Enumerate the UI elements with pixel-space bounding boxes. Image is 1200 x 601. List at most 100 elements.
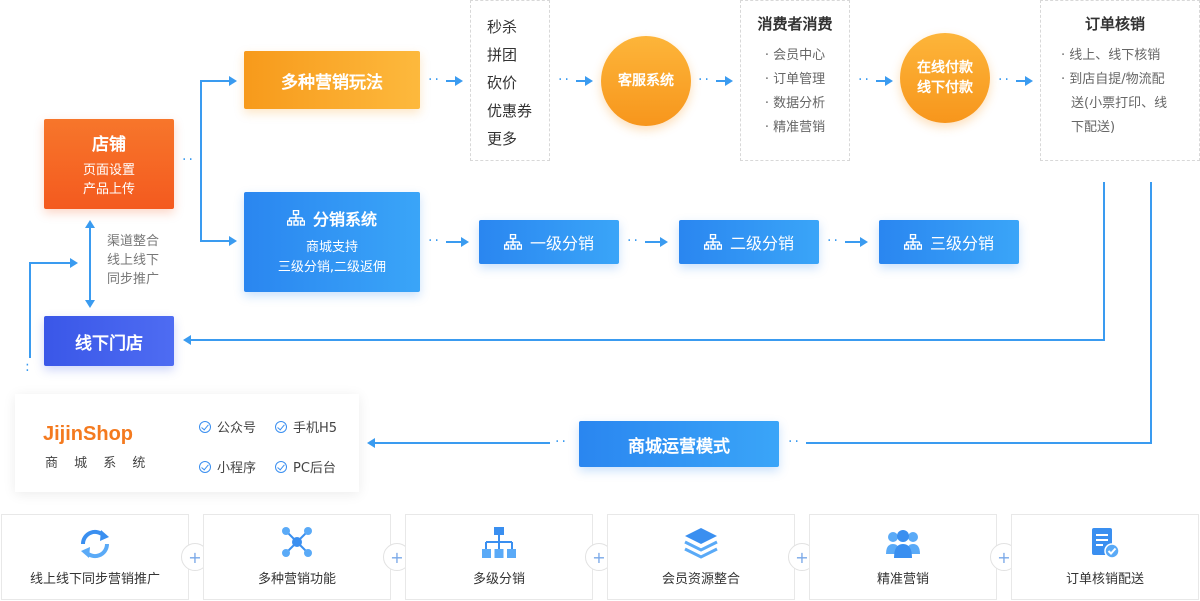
channel-note-line: 线上线下 xyxy=(107,253,160,268)
check-circle-icon xyxy=(199,461,211,473)
feature-label: 订单核销配送 xyxy=(1065,572,1144,587)
connector-line xyxy=(806,442,1152,444)
arrow-right xyxy=(229,76,237,86)
platform-item: 公众号 xyxy=(199,417,256,436)
arrow-right xyxy=(1025,76,1033,86)
order-verify-box: 订单核销 · 线上、线下核销 · 到店自提/物流配 送(小票打印、线 下配送) xyxy=(1040,0,1200,161)
promo-item: 拼团 xyxy=(487,46,518,64)
connector-dots: : xyxy=(25,359,30,375)
marketing-box: 多种营销玩法 xyxy=(244,51,420,109)
connector-dots: ·· xyxy=(428,233,441,249)
shop-line: 页面设置 xyxy=(82,162,135,178)
feature-label: 精准营销 xyxy=(876,572,929,587)
connector-dots: ·· xyxy=(555,434,568,450)
level-label: 一级分销 xyxy=(529,234,594,253)
brand-card: JijinShop 商 城 系 统 公众号 手机H5 小程序 PC后台 xyxy=(15,394,359,492)
connector-line xyxy=(1103,182,1105,341)
feature-label: 线上线下同步营销推广 xyxy=(29,572,160,587)
feature-label: 多种营销功能 xyxy=(257,572,336,587)
check-circle-icon xyxy=(275,461,287,473)
distribution-title: 分销系统 xyxy=(312,210,377,229)
connector-line xyxy=(29,262,31,358)
connector-dots: ·· xyxy=(827,233,840,249)
sync-icon xyxy=(80,529,110,559)
shop-box: 店铺 页面设置 产品上传 xyxy=(44,119,174,209)
offline-store-title: 线下门店 xyxy=(75,333,143,354)
connector-line xyxy=(89,226,91,304)
platform-label: 小程序 xyxy=(217,461,257,476)
channel-note: 渠道整合 线上线下 同步推广 xyxy=(107,232,159,289)
connector-line xyxy=(1016,80,1026,82)
group-icon xyxy=(886,530,920,558)
feature-card: 多级分销 xyxy=(405,514,593,600)
consumer-item: · 订单管理 xyxy=(764,72,826,87)
order-verify-item: 下配送) xyxy=(1071,120,1116,135)
promo-list-box: 秒杀 拼团 砍价 优惠券 更多 xyxy=(470,0,550,161)
channel-note-line: 渠道整合 xyxy=(107,234,160,249)
layers-icon xyxy=(684,528,718,559)
brand-logo: JijinShop xyxy=(43,423,133,445)
arrow-right xyxy=(885,76,893,86)
arrow-right xyxy=(860,237,868,247)
distribution-box: 分销系统 商城支持 三级分销,二级返佣 xyxy=(244,192,420,292)
feature-card: 多种营销功能 xyxy=(203,514,391,600)
arrow-left xyxy=(367,438,375,448)
arrow-right xyxy=(229,236,237,246)
connector-line xyxy=(446,80,456,82)
connector-dots: ·· xyxy=(627,233,640,249)
connector-line xyxy=(446,241,462,243)
connector-line xyxy=(716,80,726,82)
connector-dots: ·· xyxy=(698,72,711,88)
consumer-item: · 数据分析 xyxy=(764,96,826,111)
consumer-item: · 精准营销 xyxy=(764,120,826,135)
payment-line: 线下付款 xyxy=(917,80,973,96)
connector-line xyxy=(1150,182,1152,444)
feature-label: 多级分销 xyxy=(472,572,525,587)
check-circle-icon xyxy=(199,421,211,433)
connector-line xyxy=(190,339,1105,341)
connector-dots: ·· xyxy=(558,72,571,88)
connector-dots: ·· xyxy=(788,434,801,450)
feature-card: 线上线下同步营销推广 xyxy=(1,514,189,600)
brand-subtitle: 商 城 系 统 xyxy=(45,456,152,471)
tree-icon xyxy=(903,234,922,250)
arrow-left xyxy=(183,335,191,345)
order-verify-title: 订单核销 xyxy=(1085,15,1146,33)
distribution-line: 三级分销,二级返佣 xyxy=(277,260,387,275)
promo-item: 秒杀 xyxy=(487,18,518,36)
connector-line xyxy=(29,262,71,264)
arrow-right xyxy=(455,76,463,86)
connector-dots: ·· xyxy=(182,152,195,168)
connector-line xyxy=(645,241,661,243)
payment-line: 在线付款 xyxy=(917,60,973,76)
distribution-heading: 分销系统 xyxy=(286,206,377,230)
platform-item: 手机H5 xyxy=(275,417,337,436)
platform-item: 小程序 xyxy=(199,457,256,476)
connector-line xyxy=(200,80,230,82)
platform-label: 公众号 xyxy=(217,421,257,436)
check-circle-icon xyxy=(275,421,287,433)
feature-card: 订单核销配送 xyxy=(1011,514,1199,600)
level-1-box: 一级分销 xyxy=(479,220,619,264)
channel-note-line: 同步推广 xyxy=(107,272,160,287)
promo-item: 更多 xyxy=(487,130,518,148)
offline-store-box: 线下门店 xyxy=(44,316,174,366)
arrow-right xyxy=(70,258,78,268)
shop-line: 产品上传 xyxy=(82,181,135,197)
connector-line xyxy=(200,80,202,242)
consumer-item: · 会员中心 xyxy=(764,48,826,63)
network-icon xyxy=(282,527,312,557)
arrow-up xyxy=(85,220,95,228)
platform-label: 手机H5 xyxy=(293,421,338,436)
arrow-right xyxy=(461,237,469,247)
level-label: 二级分销 xyxy=(729,234,794,253)
customer-service-circle: 客服系统 xyxy=(601,36,691,126)
hierarchy-icon xyxy=(482,527,516,558)
connector-line xyxy=(200,240,230,242)
document-check-icon xyxy=(1092,528,1120,559)
arrow-right xyxy=(725,76,733,86)
connector-line xyxy=(876,80,886,82)
connector-dots: ·· xyxy=(858,72,871,88)
feature-label: 会员资源整合 xyxy=(661,572,740,587)
consumer-box: 消费者消费 · 会员中心 · 订单管理 · 数据分析 · 精准营销 xyxy=(740,0,850,161)
